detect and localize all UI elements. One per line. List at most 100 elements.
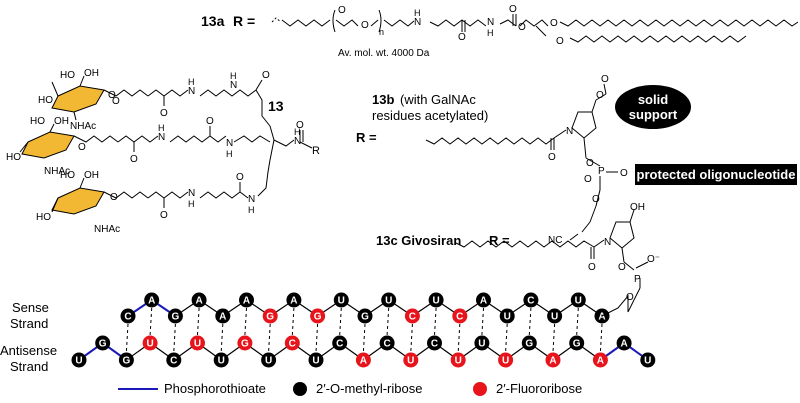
antisense-base-label: U [75, 356, 82, 367]
legend-fluoro-label: 2′-Fluororibose [496, 381, 582, 396]
antisense-nucleotide [640, 352, 656, 368]
antisense-nucleotide [308, 352, 324, 368]
svg-text:HO: HO [60, 70, 75, 81]
svg-text:O: O [160, 210, 168, 221]
svg-text:H: H [188, 77, 195, 87]
sense-base-label: C [124, 312, 131, 323]
antisense-base-label: A [549, 356, 556, 367]
compound-13c-label: 13c Givosiran [376, 233, 461, 248]
svg-text:N: N [248, 194, 255, 205]
svg-text:O: O [620, 168, 628, 179]
galnac-sugar-1: HO OH HO NHAc O O [38, 68, 149, 132]
base-pair-line [315, 323, 319, 353]
base-pair-line [291, 307, 295, 336]
sense-nucleotide [570, 292, 586, 308]
antisense-base-label: C [336, 339, 343, 350]
svg-text:N: N [566, 126, 573, 137]
compound-13b-note-2: residues acetylated) [372, 108, 488, 123]
antisense-nucleotide [450, 352, 466, 368]
base-pair-line [481, 307, 484, 336]
svg-text:O: O [588, 262, 596, 273]
svg-text:H: H [294, 127, 301, 137]
svg-text:O: O [592, 194, 600, 205]
svg-text:HO: HO [30, 116, 45, 127]
svg-text:N: N [414, 17, 421, 28]
sense-base-label: U [504, 312, 511, 323]
solid-support-ellipse [615, 85, 691, 129]
antisense-nucleotide [332, 335, 348, 351]
antisense-base-label: U [312, 356, 319, 367]
sense-nucleotide [167, 308, 183, 324]
antisense-base-label: A [360, 356, 367, 367]
base-pair-line [505, 323, 508, 353]
svg-text:P: P [598, 166, 605, 177]
svg-text:HO: HO [6, 152, 21, 163]
antisense-label-1: Antisense [0, 343, 57, 358]
sense-base-label: U [338, 296, 345, 307]
protected-oligo-box [635, 164, 797, 185]
sense-nucleotide [239, 292, 254, 308]
base-pair-line [244, 307, 247, 336]
svg-text:H: H [158, 123, 165, 133]
antisense-nucleotide [213, 352, 229, 368]
sense-base-label: C [527, 296, 534, 307]
compound-13a-label: 13a [201, 13, 225, 29]
galnac-sugar-3: HO OH HO NHAc O [36, 170, 149, 235]
svg-text:H: H [226, 149, 233, 159]
antisense-nucleotide [403, 352, 419, 368]
sense-nucleotide [191, 292, 207, 308]
base-pair-line [576, 307, 579, 336]
sense-label-2: Strand [10, 316, 48, 331]
sense-nucleotide [333, 292, 349, 308]
antisense-nucleotide [355, 352, 371, 368]
legend-methyl-swatch [293, 382, 307, 396]
antisense-nucleotide [498, 352, 514, 368]
base-pair-line [197, 307, 200, 336]
sense-base-label: C [456, 312, 463, 323]
strand-labels: Sense Strand Antisense Strand [0, 300, 57, 374]
sense-nucleotide [286, 292, 302, 308]
legend-phosphorothioate-label: Phosphorothioate [164, 381, 266, 396]
svg-text:O: O [338, 5, 346, 16]
compound-13-label: 13 [268, 98, 284, 114]
antisense-nucleotide [616, 335, 632, 351]
legend-fluoro-swatch [473, 382, 487, 396]
svg-text:N: N [188, 86, 195, 97]
compound-13b: 13b (with GalNAc residues acetylated) R … [356, 74, 797, 246]
svg-text:O: O [130, 154, 138, 165]
svg-text:O: O [518, 22, 526, 33]
svg-text:O: O [586, 158, 594, 169]
sirna-duplex: CAGAAAGAGUGUCUCAUCUUAUGGUCUUGUCUCACUCUUU… [71, 292, 656, 368]
svg-text:O: O [596, 90, 604, 101]
sense-3prime-linker [601, 294, 629, 317]
svg-text:N: N [294, 136, 301, 147]
antisense-base-label: G [123, 356, 131, 367]
compound-13b-r-eq: R = [356, 130, 377, 145]
base-pair-line [149, 307, 153, 336]
antisense-base-label: U [194, 339, 201, 350]
base-pair-line [220, 323, 224, 353]
sense-nucleotide [120, 308, 136, 324]
antisense-base-label: C [431, 339, 438, 350]
svg-text:O: O [160, 108, 168, 119]
sense-base-label: U [385, 296, 392, 307]
svg-text:H: H [230, 71, 237, 81]
solid-support-line-2: support [629, 107, 678, 122]
sense-nucleotide [144, 292, 160, 308]
base-pair-line [268, 323, 271, 353]
antisense-nucleotide [142, 335, 158, 351]
antisense-base-label: U [502, 356, 509, 367]
antisense-base-label: U [218, 356, 225, 367]
svg-text:OH: OH [630, 202, 645, 213]
compound-13b-structure [425, 83, 618, 241]
svg-text:O: O [236, 172, 244, 183]
sense-base-label: A [195, 296, 202, 307]
sense-nucleotide [523, 292, 539, 308]
base-pair-line [125, 323, 129, 353]
compound-13a-chain [271, 9, 799, 43]
svg-text:O: O [206, 116, 214, 127]
svg-text:O: O [108, 90, 116, 101]
antisense-nucleotide [379, 335, 395, 351]
base-pair-line [386, 307, 390, 336]
sense-base-label: G [314, 312, 322, 323]
